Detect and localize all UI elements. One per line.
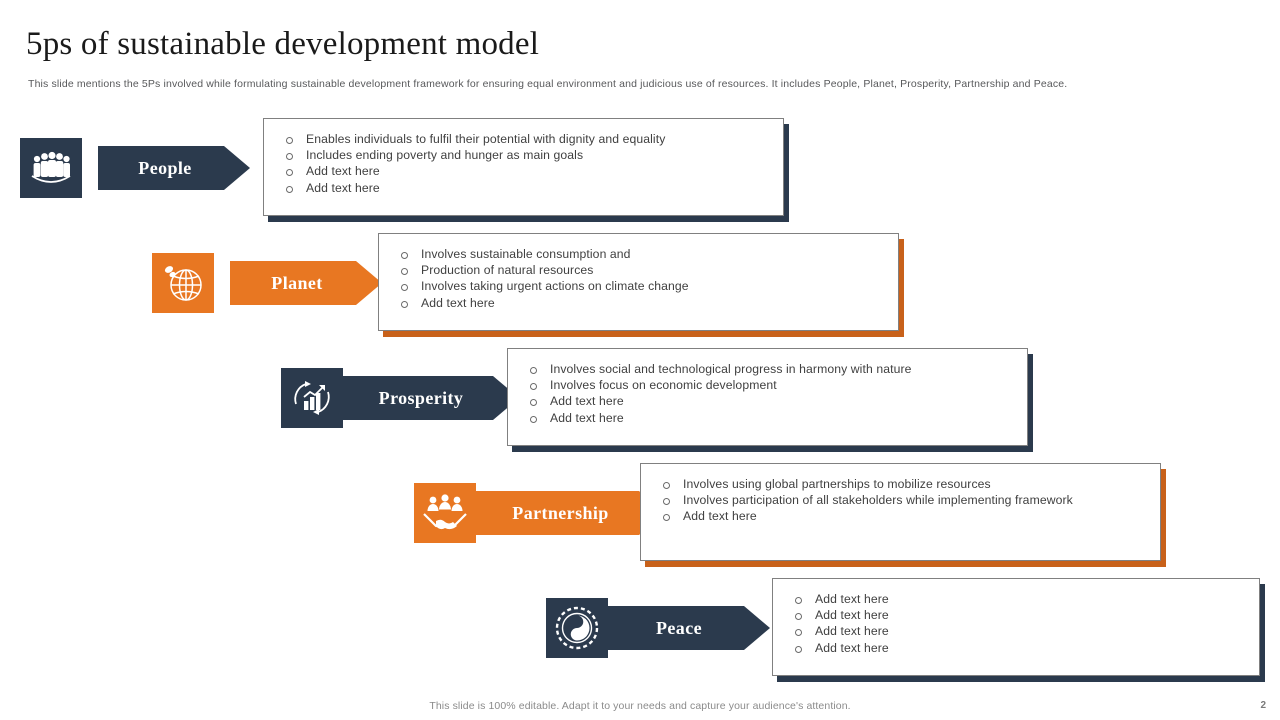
textbox-peace: Add text here Add text here Add text her… <box>772 578 1265 682</box>
globe-butterfly-icon <box>152 253 214 313</box>
arrow-people[interactable]: People <box>98 146 250 190</box>
handshake-people-icon <box>414 483 476 543</box>
list-item: Add text here <box>793 607 1249 623</box>
arrow-planet[interactable]: Planet <box>230 261 382 305</box>
arrow-label-planet: Planet <box>271 272 323 293</box>
textbox-body-peace: Add text here Add text here Add text her… <box>772 578 1260 676</box>
textbox-planet: Involves sustainable consumption and Pro… <box>378 233 904 337</box>
textbox-body-partnership: Involves using global partnerships to mo… <box>640 463 1161 561</box>
textbox-body-prosperity: Involves social and technological progre… <box>507 348 1028 446</box>
list-item: Involves social and technological progre… <box>528 361 1017 377</box>
list-item: Includes ending poverty and hunger as ma… <box>284 147 773 163</box>
list-item: Involves participation of all stakeholde… <box>661 492 1150 508</box>
arrow-label-people: People <box>138 157 192 178</box>
bullet-list-partnership: Involves using global partnerships to mo… <box>661 476 1150 525</box>
list-item: Involves taking urgent actions on climat… <box>399 278 888 294</box>
yin-yang-icon <box>546 598 608 658</box>
list-item: Involves sustainable consumption and <box>399 246 888 262</box>
arrow-partnership[interactable]: Partnership <box>474 491 665 535</box>
list-item: Involves focus on economic development <box>528 377 1017 393</box>
textbox-prosperity: Involves social and technological progre… <box>507 348 1033 452</box>
list-item: Add text here <box>528 393 1017 409</box>
bullet-list-peace: Add text here Add text here Add text her… <box>793 591 1249 656</box>
list-item: Add text here <box>284 180 773 196</box>
textbox-partnership: Involves using global partnerships to mo… <box>640 463 1166 567</box>
list-item: Add text here <box>793 623 1249 639</box>
arrow-peace[interactable]: Peace <box>606 606 770 650</box>
list-item: Add text here <box>661 508 1150 524</box>
bullet-list-people: Enables individuals to fulfil their pote… <box>284 131 773 196</box>
list-item: Add text here <box>793 591 1249 607</box>
page-title: 5ps of sustainable development model <box>26 26 540 62</box>
list-item: Add text here <box>284 163 773 179</box>
footer-note: This slide is 100% editable. Adapt it to… <box>429 700 851 712</box>
people-group-icon <box>20 138 82 198</box>
page-number: 2 <box>1260 700 1266 711</box>
bullet-list-prosperity: Involves social and technological progre… <box>528 361 1017 426</box>
growth-chart-icon <box>281 368 343 428</box>
list-item: Production of natural resources <box>399 262 888 278</box>
list-item: Enables individuals to fulfil their pote… <box>284 131 773 147</box>
textbox-people: Enables individuals to fulfil their pote… <box>263 118 789 222</box>
textbox-body-people: Enables individuals to fulfil their pote… <box>263 118 784 216</box>
textbox-body-planet: Involves sustainable consumption and Pro… <box>378 233 899 331</box>
list-item: Add text here <box>528 410 1017 426</box>
page-subtitle: This slide mentions the 5Ps involved whi… <box>28 78 1068 90</box>
bullet-list-planet: Involves sustainable consumption and Pro… <box>399 246 888 311</box>
list-item: Involves using global partnerships to mo… <box>661 476 1150 492</box>
arrow-label-partnership: Partnership <box>512 502 609 523</box>
list-item: Add text here <box>793 640 1249 656</box>
list-item: Add text here <box>399 295 888 311</box>
arrow-prosperity[interactable]: Prosperity <box>341 376 519 420</box>
arrow-label-prosperity: Prosperity <box>378 387 464 408</box>
arrow-label-peace: Peace <box>656 617 702 638</box>
